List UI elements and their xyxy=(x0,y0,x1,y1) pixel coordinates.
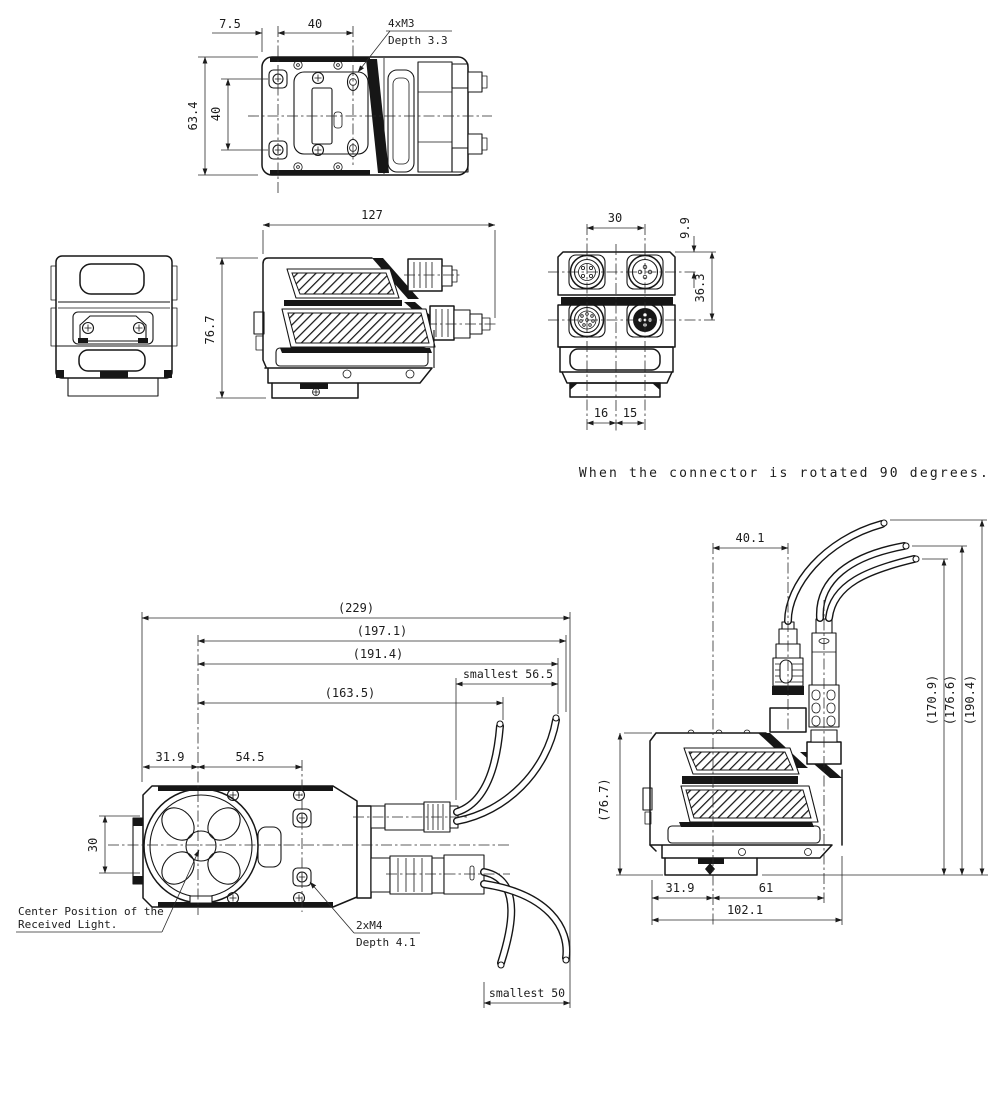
front-plate xyxy=(132,817,144,885)
dim-61: 61 xyxy=(759,881,773,895)
dim-76-7-paren: (76.7) xyxy=(597,778,611,821)
dim-54-5: 54.5 xyxy=(236,750,265,764)
dims-mounting-face: 7.5 40 4xM3 Depth 3.3 63.4 40 xyxy=(186,17,452,176)
dims-top-cables: (229) (197.1) (191.4) smallest 56.5 (163… xyxy=(16,601,571,1008)
view-front xyxy=(50,255,178,397)
dim-smallest-56-5: smallest 56.5 xyxy=(463,667,553,681)
dim-36-3: 36.3 xyxy=(693,274,707,303)
dim-30-lens: 30 xyxy=(86,838,100,852)
dim-15: 15 xyxy=(623,406,637,420)
screw xyxy=(312,388,320,396)
dims-rotated: 40.1 (190.4) (176.6) (170.9) (76.7) 31.9… xyxy=(597,519,988,925)
dim-40-1: 40.1 xyxy=(736,531,765,545)
screw xyxy=(226,891,240,905)
callout-depth-4-1: Depth 4.1 xyxy=(356,936,416,949)
dim-7-5: 7.5 xyxy=(219,17,241,31)
side-lower-connector xyxy=(426,305,497,341)
view-rear xyxy=(548,224,716,432)
lower-cable-connector xyxy=(370,854,485,895)
mounting-base xyxy=(67,377,159,397)
callout-2xm4: 2xM4 xyxy=(356,919,383,932)
rear-window xyxy=(569,348,661,371)
heatsink-fins xyxy=(280,268,436,353)
dim-76-7: 76.7 xyxy=(203,316,217,345)
dim-176-6: (176.6) xyxy=(943,675,957,726)
dim-smallest-50: smallest 50 xyxy=(489,986,565,1000)
screw xyxy=(292,891,306,905)
view-side xyxy=(253,257,497,399)
dim-229: (229) xyxy=(338,601,374,615)
dim-197-1: (197.1) xyxy=(357,624,408,638)
dim-102-1: 102.1 xyxy=(727,903,763,917)
connector-section xyxy=(383,58,488,174)
dim-190-4: (190.4) xyxy=(963,675,977,726)
dim-127: 127 xyxy=(361,208,383,222)
mounting-base xyxy=(569,382,661,398)
center-position-label-line1: Center Position of the xyxy=(18,905,164,918)
receiver-lens xyxy=(143,788,259,904)
dim-40-h: 40 xyxy=(308,17,322,31)
dim-30: 30 xyxy=(608,211,622,225)
rotated-connector-1 xyxy=(769,621,807,733)
dims-side: 127 76.7 xyxy=(203,208,496,399)
dim-31-9: 31.9 xyxy=(156,750,185,764)
view-top-cables xyxy=(108,714,571,969)
view-mounting-face xyxy=(248,26,492,195)
screw xyxy=(81,321,95,335)
lower-window xyxy=(78,349,146,372)
dim-63-4: 63.4 xyxy=(186,102,200,131)
dim-170-9: (170.9) xyxy=(925,675,939,726)
screw xyxy=(311,71,325,85)
mount-reference-mark xyxy=(705,863,715,875)
screw xyxy=(292,788,306,802)
view-rotated-connectors xyxy=(642,519,920,925)
callout-4xm3: 4xM3 xyxy=(388,17,415,30)
dim-9-9: 9.9 xyxy=(678,217,692,239)
dim-163-5: (163.5) xyxy=(325,686,376,700)
callout-depth-3-3: Depth 3.3 xyxy=(388,34,448,47)
dims-rear: 30 9.9 36.3 16 15 xyxy=(586,211,716,426)
side-upper-connector xyxy=(404,258,462,292)
dim-31-9-rotated: 31.9 xyxy=(666,881,695,895)
dim-40-v: 40 xyxy=(209,107,223,121)
dim-191-4: (191.4) xyxy=(353,647,404,661)
center-position-label-line2: Received Light. xyxy=(18,918,117,931)
dim-16: 16 xyxy=(594,406,608,420)
rotated-connector-note: When the connector is rotated 90 degrees… xyxy=(579,466,990,481)
front-window xyxy=(79,263,145,295)
screw xyxy=(132,321,146,335)
